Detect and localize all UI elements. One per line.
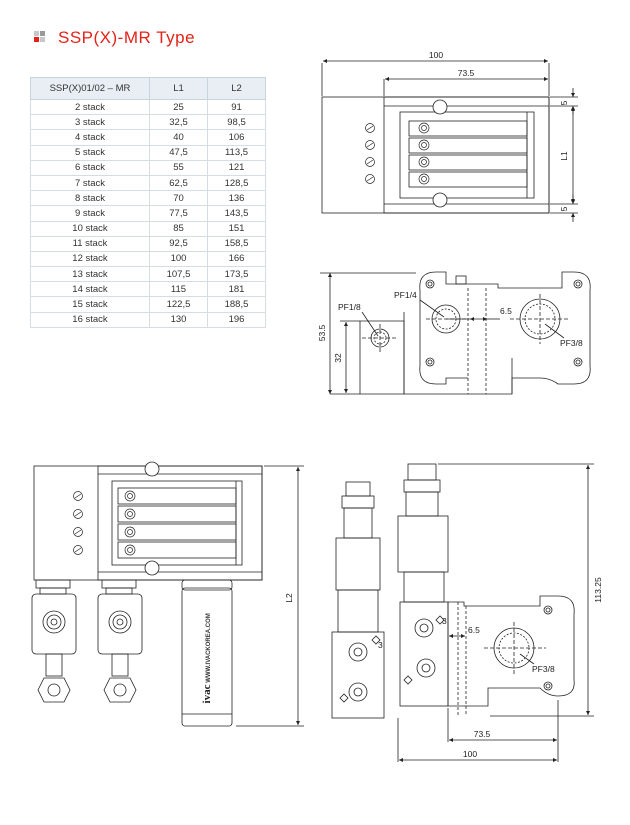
- front-dim-65: 6.5: [468, 625, 480, 635]
- canister-brand-logo: ivac: [201, 684, 213, 703]
- front-dim-inner: 73.5: [474, 729, 491, 739]
- table-header-row: SSP(X)01/02 – MR L1 L2: [30, 77, 266, 100]
- side-dim-32: 32: [333, 353, 343, 363]
- cell-l2: 188,5: [207, 296, 266, 313]
- title-block: SSP(X)-MR Type: [34, 28, 195, 48]
- cell-l1: 130: [149, 311, 208, 328]
- port-label-pf18: PF1/8: [338, 302, 361, 312]
- side-dim-65: 6.5: [500, 306, 512, 316]
- top-dim-l1: L1: [559, 151, 569, 161]
- assembly-view-drawing: WWW.IVACKOREA.COM ivac L2: [31, 461, 304, 727]
- column-header-l2: L2: [207, 77, 266, 100]
- cell-l2: 181: [207, 281, 266, 298]
- front-port-label-pf38: PF3/8: [532, 664, 555, 674]
- cell-l2: 196: [207, 311, 266, 328]
- front-view-drawing: 3 3 6.5 PF3/8 113.25: [331, 463, 603, 762]
- canister-url-text: WWW.IVACKOREA.COM: [206, 613, 212, 683]
- side-view-drawing: 53.5 32 6.5 PF1/8 PF1/4 PF3/8: [317, 271, 591, 395]
- front-dim-total: 100: [463, 749, 477, 759]
- cell-l2: 158,5: [207, 235, 266, 252]
- front-port-label-a: 3: [378, 640, 383, 650]
- assembly-dim-l2: L2: [284, 593, 294, 603]
- top-view-drawing: 100 73.5: [321, 50, 578, 222]
- port-label-pf14: PF1/4: [394, 290, 417, 300]
- front-port-label-b: 3: [442, 616, 447, 626]
- top-dim-inner: 73.5: [458, 68, 475, 78]
- top-dim-edge-bottom: 5: [559, 206, 569, 211]
- page-title: SSP(X)-MR Type: [58, 28, 196, 47]
- side-dim-height: 53.5: [317, 324, 327, 341]
- top-dim-edge-top: 5: [559, 100, 569, 105]
- port-label-pf38: PF3/8: [560, 338, 583, 348]
- title-square-icon: [34, 31, 48, 45]
- top-dim-total: 100: [429, 50, 443, 60]
- front-dim-height: 113.25: [593, 577, 603, 603]
